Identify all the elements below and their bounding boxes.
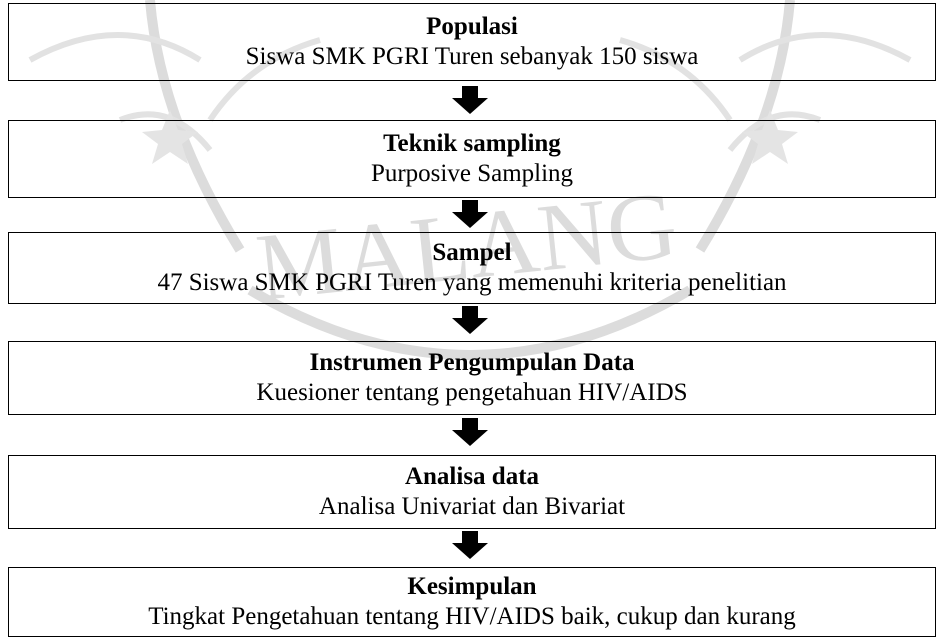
down-arrow-icon — [452, 306, 488, 334]
step-title: Populasi — [426, 13, 518, 40]
step-description: Siswa SMK PGRI Turen sebanyak 150 siswa — [245, 43, 699, 70]
step-description: 47 Siswa SMK PGRI Turen yang memenuhi kr… — [157, 269, 787, 296]
step-populasi: Populasi Siswa SMK PGRI Turen sebanyak 1… — [8, 3, 936, 81]
down-arrow-icon — [452, 531, 488, 559]
step-title: Teknik sampling — [383, 130, 561, 157]
step-sampel: Sampel 47 Siswa SMK PGRI Turen yang meme… — [8, 232, 936, 304]
step-title: Instrumen Pengumpulan Data — [309, 349, 635, 376]
step-description: Tingkat Pengetahuan tentang HIV/AIDS bai… — [148, 603, 796, 630]
step-kesimpulan: Kesimpulan Tingkat Pengetahuan tentang H… — [8, 567, 936, 637]
down-arrow-icon — [452, 86, 488, 114]
step-teknik-sampling: Teknik sampling Purposive Sampling — [8, 120, 936, 198]
step-instrumen: Instrumen Pengumpulan Data Kuesioner ten… — [8, 341, 936, 415]
step-description: Purposive Sampling — [370, 160, 574, 187]
step-title: Analisa data — [404, 463, 540, 490]
step-description: Analisa Univariat dan Bivariat — [318, 493, 626, 520]
step-analisa-data: Analisa data Analisa Univariat dan Bivar… — [8, 455, 936, 529]
step-title: Sampel — [432, 239, 512, 266]
down-arrow-icon — [452, 418, 488, 446]
step-description: Kuesioner tentang pengetahuan HIV/AIDS — [256, 379, 688, 406]
step-title: Kesimpulan — [407, 573, 537, 600]
down-arrow-icon — [452, 200, 488, 228]
